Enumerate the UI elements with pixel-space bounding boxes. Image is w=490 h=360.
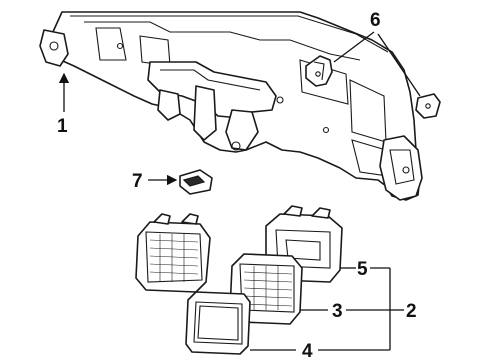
callout-2: 2 [406,301,417,322]
callout-3: 3 [332,301,343,322]
headlamp-bezel-ring [185,291,251,355]
callout-6: 6 [370,10,381,31]
callout-1: 1 [57,116,68,137]
mounting-bracket-upper [305,55,333,87]
headlamp-left [135,213,211,293]
callout-5: 5 [357,259,368,280]
radiator-support-panel [39,11,423,201]
mounting-bracket-lower [415,93,441,119]
callout-4: 4 [302,341,313,360]
callout-7: 7 [132,171,143,192]
callout-leaders [58,31,421,351]
retainer-clip [179,169,213,195]
